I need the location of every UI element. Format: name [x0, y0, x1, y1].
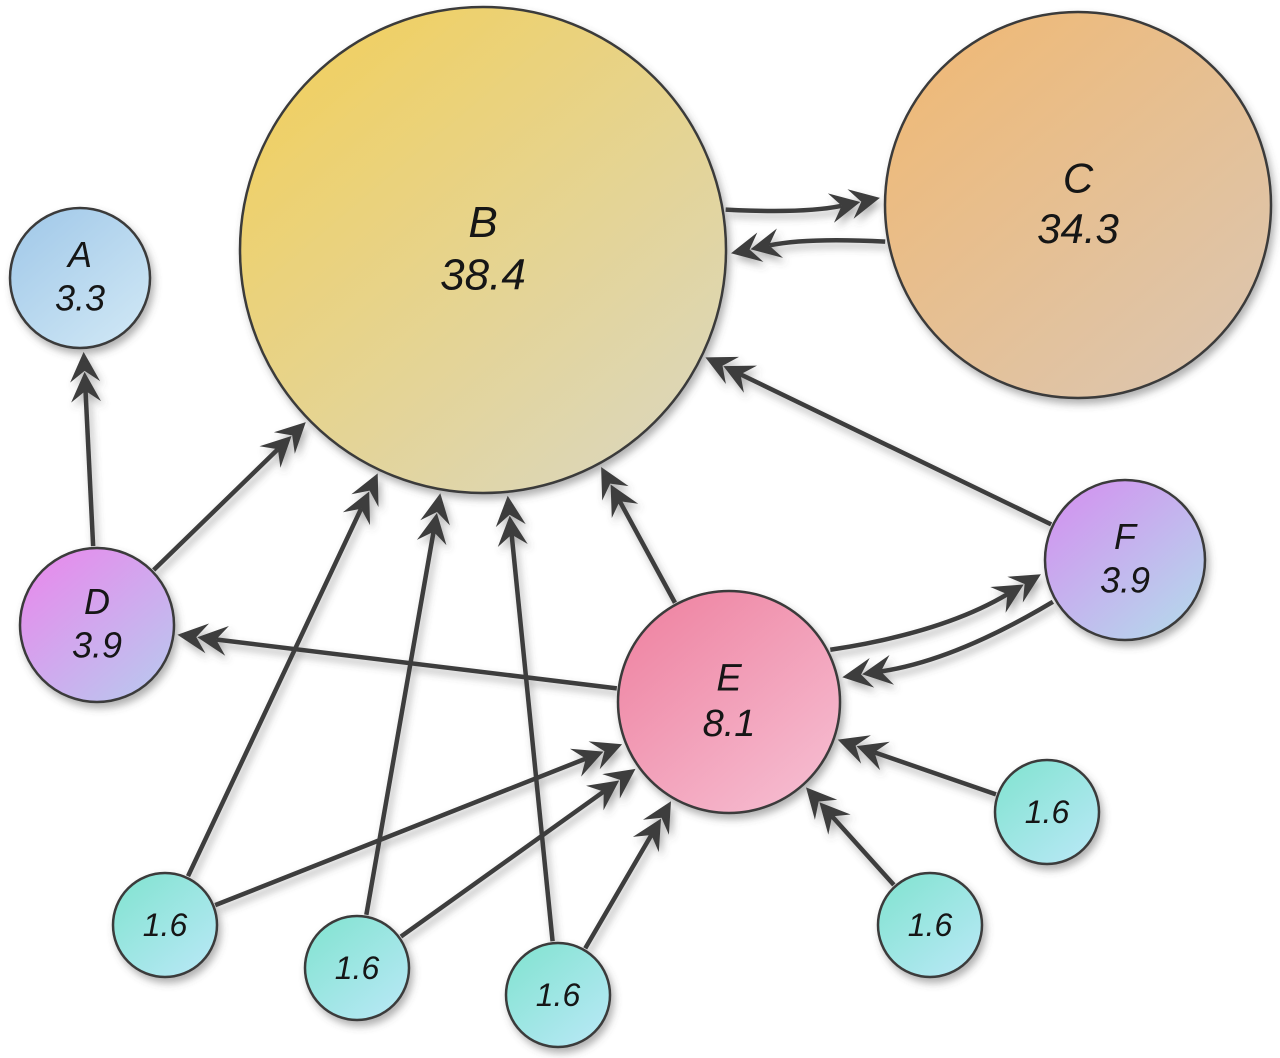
node-A-label: A [66, 234, 92, 275]
arrowhead-E-B [601, 467, 629, 501]
arrowhead-J-E [819, 802, 851, 835]
arrowhead-F-B [705, 356, 739, 384]
node-J: 1.6 [876, 871, 984, 979]
node-I-circle [504, 941, 612, 1049]
node-C: C34.3 [883, 10, 1273, 400]
arrowhead-D-A [71, 371, 101, 403]
node-B: B38.4 [238, 5, 728, 495]
edge-E-B [601, 467, 677, 604]
edge-G-E [214, 741, 623, 908]
arrowhead-F-E [842, 658, 875, 688]
edge-J-E [806, 787, 896, 887]
node-E: E8.1 [616, 589, 842, 815]
node-B-label: B [468, 198, 497, 247]
node-B-circle [238, 5, 728, 495]
arrowhead-I-E [643, 801, 671, 835]
arrowhead-D-A [70, 351, 101, 383]
node-H-value: 1.6 [335, 950, 380, 986]
arrowhead-C-B [750, 228, 783, 258]
edge-F-E [842, 599, 1055, 688]
arrowhead-K-E [856, 741, 890, 771]
node-D-label: D [84, 581, 110, 622]
arrowhead-I-B [495, 495, 526, 528]
arrowhead-H-B [420, 493, 450, 526]
edge-B-C [725, 189, 880, 223]
arrowhead-C-B [731, 232, 764, 262]
node-D: D3.9 [18, 546, 176, 704]
node-F-label: F [1114, 516, 1138, 557]
node-D-circle [18, 546, 176, 704]
node-J-circle [876, 871, 984, 979]
arrowhead-K-E [837, 735, 871, 764]
edge-C-B [731, 228, 886, 262]
edge-K-E [837, 735, 997, 797]
node-G: 1.6 [111, 871, 219, 979]
node-F: F3.9 [1043, 478, 1207, 642]
arrowhead-I-B [497, 515, 528, 547]
arrowhead-F-B [723, 365, 757, 393]
node-E-circle [616, 589, 842, 815]
node-K: 1.6 [993, 758, 1101, 866]
arrowhead-G-E [570, 748, 604, 777]
edge-E-F [829, 574, 1041, 652]
arrowhead-E-D [197, 626, 229, 656]
arrowhead-D-B [259, 436, 292, 468]
arrowhead-E-F [990, 584, 1024, 613]
arrowhead-G-B [351, 473, 379, 507]
arrowhead-F-E [862, 655, 894, 685]
node-B-value: 38.4 [440, 251, 526, 300]
node-I-value: 1.6 [536, 977, 581, 1013]
node-F-circle [1043, 478, 1207, 642]
arrowhead-H-E [586, 780, 620, 811]
node-A-value: 3.3 [55, 277, 105, 318]
node-H: 1.6 [303, 914, 411, 1022]
arrowhead-G-B [342, 491, 370, 526]
node-G-circle [111, 871, 219, 979]
node-E-value: 8.1 [703, 703, 756, 745]
node-I: 1.6 [504, 941, 612, 1049]
edge-I-E [583, 801, 671, 950]
node-G-value: 1.6 [143, 907, 188, 943]
arrowhead-I-E [632, 818, 661, 853]
node-C-value: 34.3 [1037, 205, 1119, 252]
edge-D-A [70, 351, 101, 547]
node-A-circle [8, 206, 152, 350]
node-K-value: 1.6 [1025, 794, 1070, 830]
node-J-value: 1.6 [908, 907, 953, 943]
arrowhead-D-B [273, 422, 306, 454]
nodes-layer: A3.3B38.4C34.3D3.9E8.1F3.91.61.61.61.61.… [8, 5, 1273, 1049]
node-F-value: 3.9 [1100, 559, 1150, 600]
edge-G-B [185, 473, 379, 878]
arrowhead-H-B [416, 513, 447, 546]
node-D-value: 3.9 [72, 624, 122, 665]
edge-I-B [495, 495, 555, 942]
node-C-circle [883, 10, 1273, 400]
arrowhead-E-B [610, 484, 639, 518]
arrowhead-B-C [847, 189, 880, 219]
edge-H-E [399, 768, 636, 939]
arrowhead-E-F [1007, 574, 1041, 603]
arrowhead-H-E [602, 768, 636, 799]
arrowhead-E-D [177, 623, 209, 654]
arrowhead-G-E [588, 741, 623, 770]
arrowhead-J-E [806, 787, 838, 820]
node-E-label: E [716, 658, 742, 700]
edge-H-B [364, 493, 450, 916]
edge-D-B [152, 422, 306, 572]
node-A: A3.3 [8, 206, 152, 350]
node-C-label: C [1063, 154, 1094, 201]
arrowhead-B-C [827, 193, 861, 223]
node-K-circle [993, 758, 1101, 866]
edges-layer [70, 189, 1055, 950]
node-H-circle [303, 914, 411, 1022]
edge-E-D [177, 623, 618, 691]
edge-F-B [705, 356, 1053, 527]
